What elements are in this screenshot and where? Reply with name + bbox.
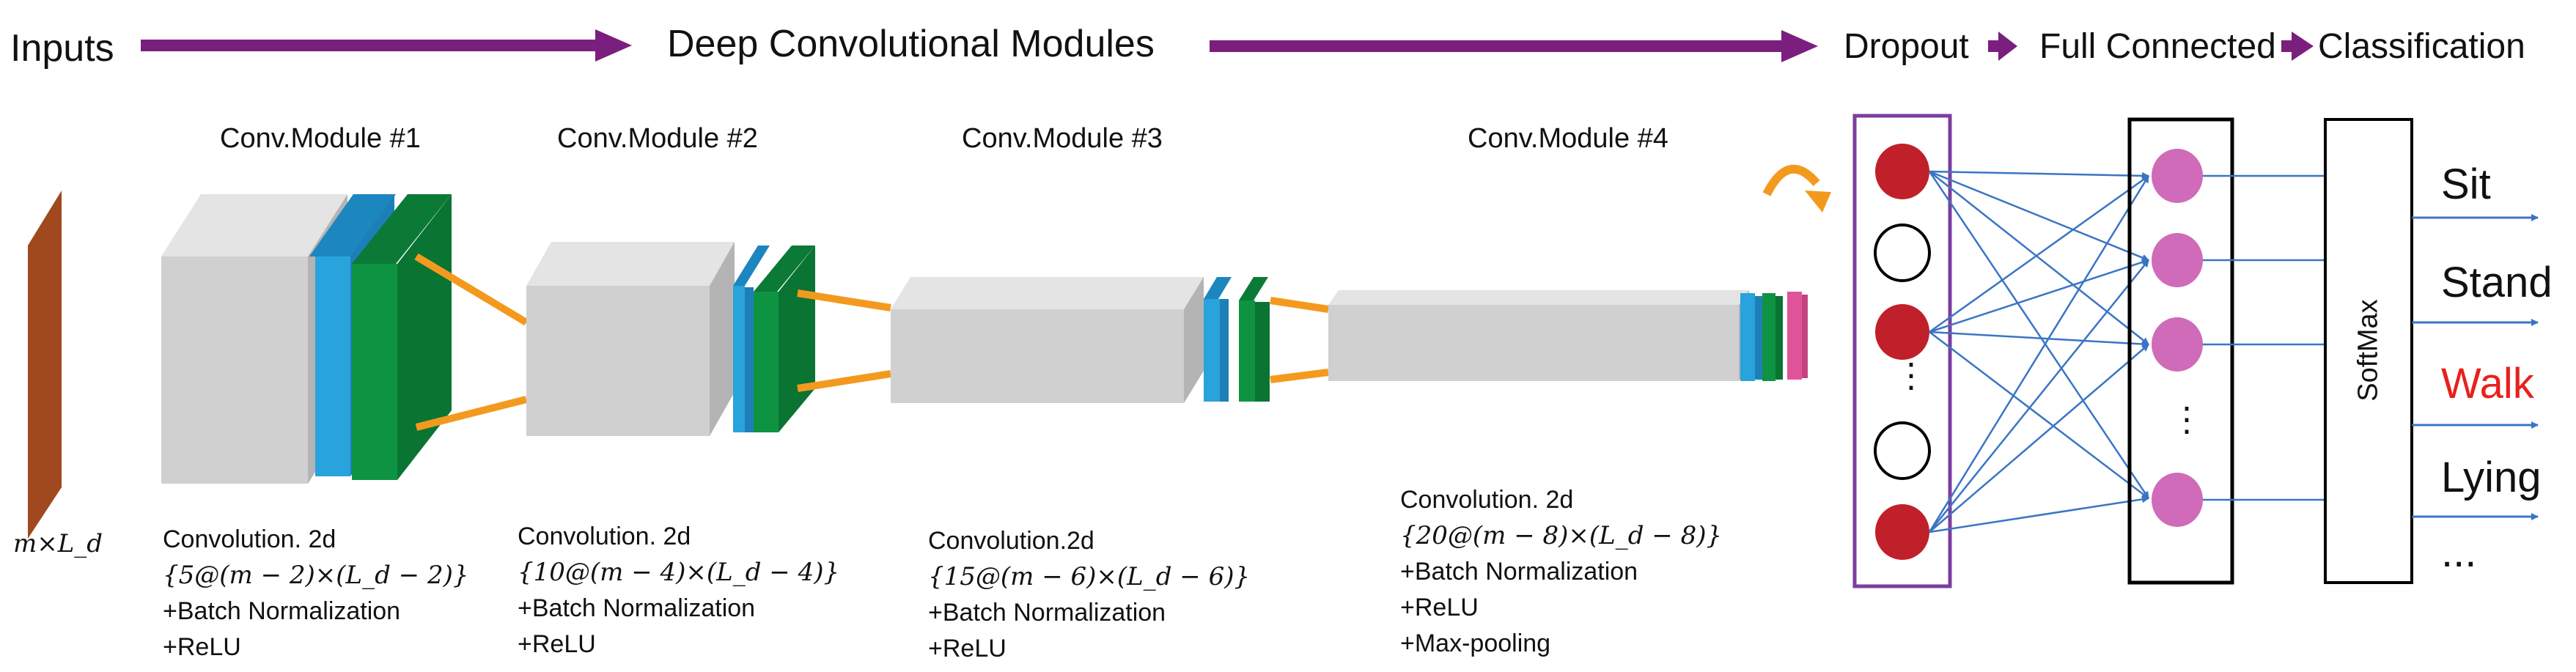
softmax-box — [2324, 118, 2413, 584]
module-4-description: Convolution. 2d {20@(m − 8)×(L_d − 8)} +… — [1400, 482, 1722, 662]
desc-line: Convolution.2d — [928, 527, 1094, 555]
desc-line: +Batch Normalization — [518, 594, 756, 622]
desc-line: +ReLU — [163, 633, 241, 661]
header-full-connected: Full Connected — [2039, 27, 2276, 66]
relu-layer-3 — [1239, 277, 1268, 300]
arrow-full-to-classification — [2281, 32, 2314, 61]
arrow-inputs-to-deep — [141, 29, 632, 62]
desc-line: +Batch Normalization — [1400, 558, 1638, 586]
header-classification: Classification — [2318, 27, 2525, 66]
module-2-title: Conv.Module #2 — [557, 123, 758, 154]
input-slab — [28, 191, 62, 539]
desc-line: +Max-pooling — [1400, 629, 1551, 657]
desc-line: Convolution. 2d — [518, 523, 691, 550]
dense-connections — [1928, 170, 2150, 533]
dropout-node — [1875, 504, 1929, 560]
conv-module-1-graphic — [161, 194, 452, 484]
arrow-deep-to-dropout — [1210, 30, 1818, 62]
output-walk: Walk — [2441, 360, 2534, 407]
dropout-node-dropped — [1874, 421, 1931, 480]
fc-node — [2152, 317, 2203, 372]
softmax-label: SoftMax — [2352, 299, 2384, 402]
curved-arrow — [1762, 164, 1831, 213]
input-dimension-label: m×L_d — [13, 529, 103, 558]
desc-line: Convolution. 2d — [163, 525, 336, 553]
relu-layer-1 — [352, 194, 452, 264]
module-3-title: Conv.Module #3 — [962, 123, 1163, 154]
bn-layer-3 — [1204, 277, 1232, 299]
desc-line: +Batch Normalization — [163, 597, 401, 625]
dropout-nodes — [1874, 144, 1931, 560]
bn-layer-1 — [309, 194, 396, 256]
header-inputs: Inputs — [10, 27, 114, 70]
conv-module-2-graphic — [526, 242, 815, 436]
connectors-2-3 — [797, 289, 891, 392]
module-4-title: Conv.Module #4 — [1468, 123, 1668, 154]
fc-box — [2127, 117, 2234, 585]
desc-line: +ReLU — [928, 635, 1007, 662]
bn-layer-4 — [1740, 293, 1755, 381]
dropout-node — [1875, 304, 1929, 360]
output-more: ... — [2441, 528, 2477, 576]
dropout-node — [1875, 144, 1929, 199]
fc-node — [2152, 473, 2203, 527]
module-3-description: Convolution.2d {15@(m − 6)×(L_d − 6)} +B… — [928, 523, 1250, 667]
fc-node — [2152, 233, 2203, 287]
module-1-description: Convolution. 2d {5@(m − 2)×(L_d − 2)} +B… — [163, 522, 469, 665]
desc-formula: {20@(m − 8)×(L_d − 8)} — [1400, 521, 1723, 550]
fc-nodes — [2152, 149, 2203, 527]
connectors-3-4 — [1270, 297, 1329, 383]
header-dropout: Dropout — [1844, 27, 1969, 66]
relu-layer-4 — [1762, 293, 1775, 381]
module-1-title: Conv.Module #1 — [220, 123, 421, 154]
desc-line: Convolution. 2d — [1400, 486, 1574, 514]
output-lying: Lying — [2441, 454, 2542, 501]
header-arrows — [141, 29, 2314, 62]
module-2-description: Convolution. 2d {10@(m − 4)×(L_d − 4)} +… — [518, 519, 839, 662]
arrow-dropout-to-full — [1988, 32, 2017, 61]
header-deep-conv: Deep Convolutional Modules — [667, 23, 1155, 65]
output-sit: Sit — [2441, 160, 2491, 208]
conv-module-3-graphic — [891, 277, 1270, 403]
fc-ellipsis: ⋮ — [2170, 400, 2204, 438]
pool-layer-4 — [1787, 292, 1802, 380]
desc-formula: {5@(m − 2)×(L_d − 2)} — [163, 561, 469, 590]
desc-line: +Batch Normalization — [928, 599, 1166, 627]
desc-formula: {10@(m − 4)×(L_d − 4)} — [518, 558, 840, 587]
fc-to-softmax-lines — [2203, 174, 2325, 501]
desc-line: +ReLU — [1400, 594, 1479, 621]
dropout-node-dropped — [1874, 224, 1931, 282]
output-stand: Stand — [2441, 259, 2553, 306]
dropout-ellipsis: ⋮ — [1894, 356, 1928, 394]
relu-layer-2 — [754, 245, 815, 292]
connectors-1-2 — [414, 253, 529, 431]
desc-formula: {15@(m − 6)×(L_d − 6)} — [928, 562, 1251, 591]
output-arrows — [2412, 214, 2539, 520]
dropout-box — [1852, 114, 1952, 588]
conv-module-4-graphic — [1328, 290, 1808, 381]
desc-line: +ReLU — [518, 630, 596, 658]
fc-node — [2152, 149, 2203, 203]
bn-layer-2 — [733, 245, 770, 286]
